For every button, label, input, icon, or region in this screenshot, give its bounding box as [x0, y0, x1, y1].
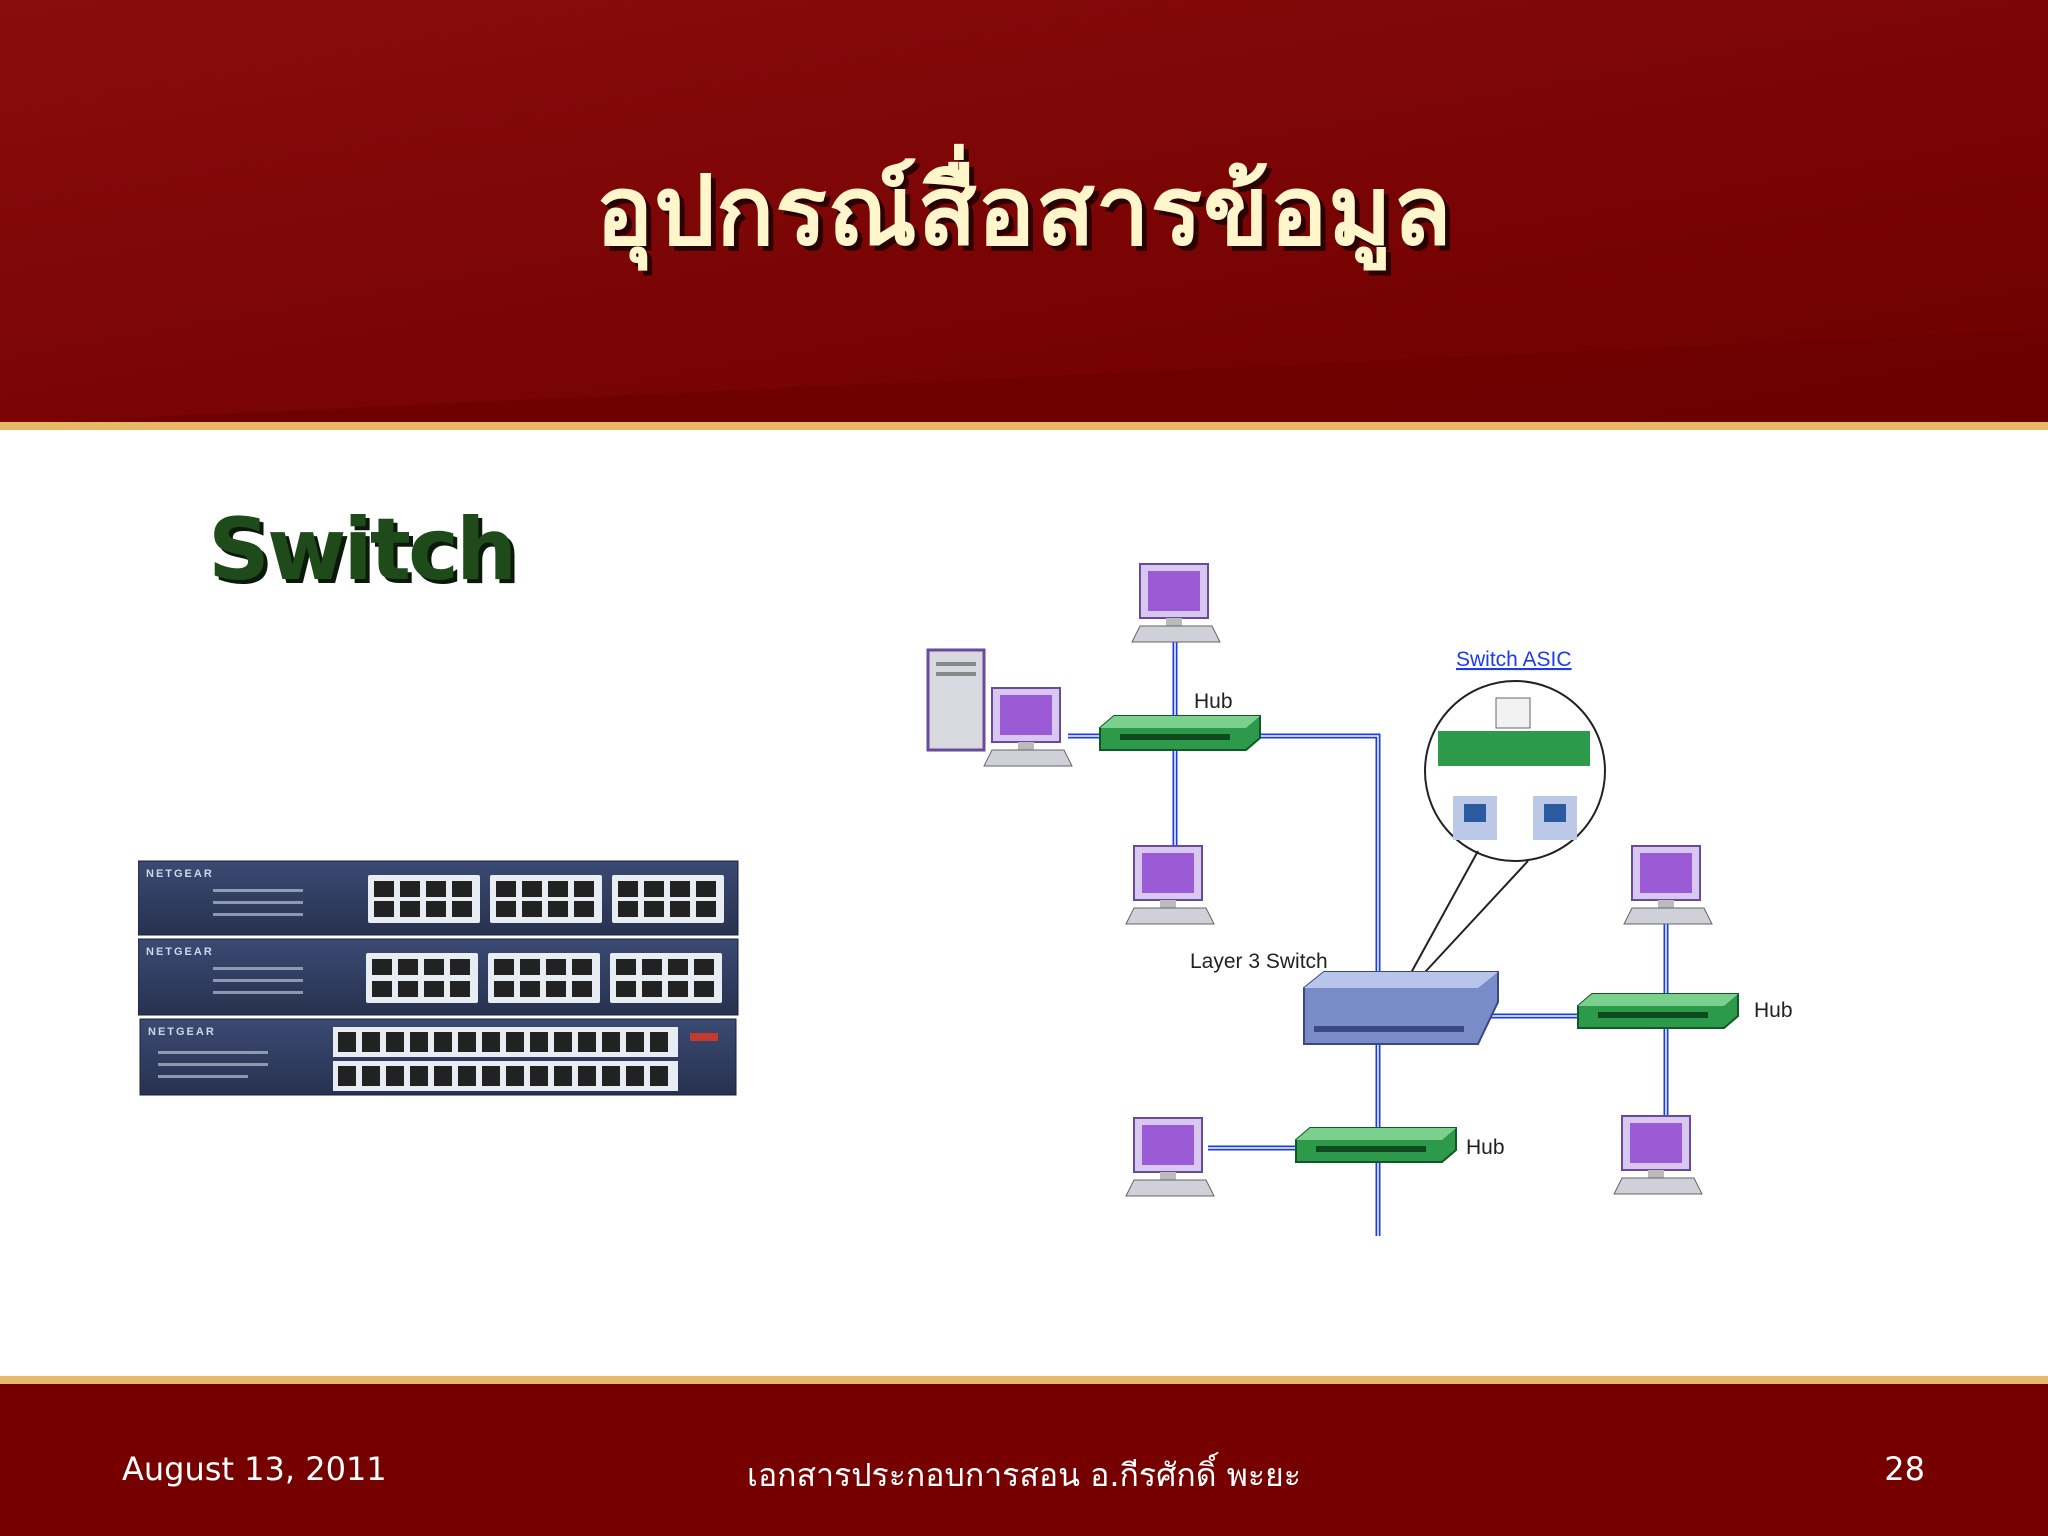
label-layer3-switch: Layer 3 Switch: [1190, 950, 1328, 973]
slide-header: [0, 0, 2048, 424]
footer-rule: [0, 1376, 2048, 1384]
workstation-icon: [926, 648, 1073, 767]
hub-bottom-icon: [1295, 1127, 1457, 1163]
pc-left-icon: [1125, 845, 1215, 925]
label-hub-bottom: Hub: [1466, 1136, 1505, 1159]
slide-footer: August 13, 2011 เอกสารประกอบการสอน อ.กีร…: [0, 1384, 2048, 1536]
footer-page-number: 28: [1884, 1450, 1925, 1488]
switch-unit-2: NETGEAR: [138, 938, 739, 1016]
brand-label-3: NETGEAR: [148, 1026, 216, 1038]
hub-top-icon: [1099, 715, 1261, 751]
switch-unit-3: NETGEAR: [139, 1018, 737, 1096]
slide-subtitle: Switch: [208, 500, 517, 600]
brand-label-2: NETGEAR: [146, 946, 214, 958]
slide-title: อุปกรณ์สื่อสารข้อมูล: [595, 155, 1453, 267]
label-hub-top: Hub: [1194, 690, 1233, 713]
switch-unit-1: NETGEAR: [138, 860, 739, 936]
hub-right-icon: [1577, 993, 1739, 1029]
pc-right-bottom-icon: [1613, 1115, 1703, 1195]
pc-top-icon: [1131, 563, 1221, 643]
header-shade: [0, 330, 2048, 424]
switch-asic-callout: [1405, 680, 1606, 985]
footer-date: August 13, 2011: [122, 1450, 387, 1488]
network-diagram: Hub Switch ASIC Layer 3 Switch Hub Hub: [926, 563, 1793, 1236]
brand-label-1: NETGEAR: [146, 868, 214, 880]
label-hub-right: Hub: [1754, 999, 1793, 1022]
footer-author: เอกสารประกอบการสอน อ.กีรศักดิ์ พะยะ: [747, 1456, 1301, 1494]
label-switch-asic: Switch ASIC: [1456, 648, 1572, 671]
pc-bottom-left-icon: [1125, 1117, 1215, 1197]
header-rule: [0, 422, 2048, 430]
pc-right-top-icon: [1623, 845, 1713, 925]
layer3-switch-icon: [1303, 971, 1499, 1045]
switch-stack-image: NETGEAR NETGEAR: [138, 860, 739, 1096]
